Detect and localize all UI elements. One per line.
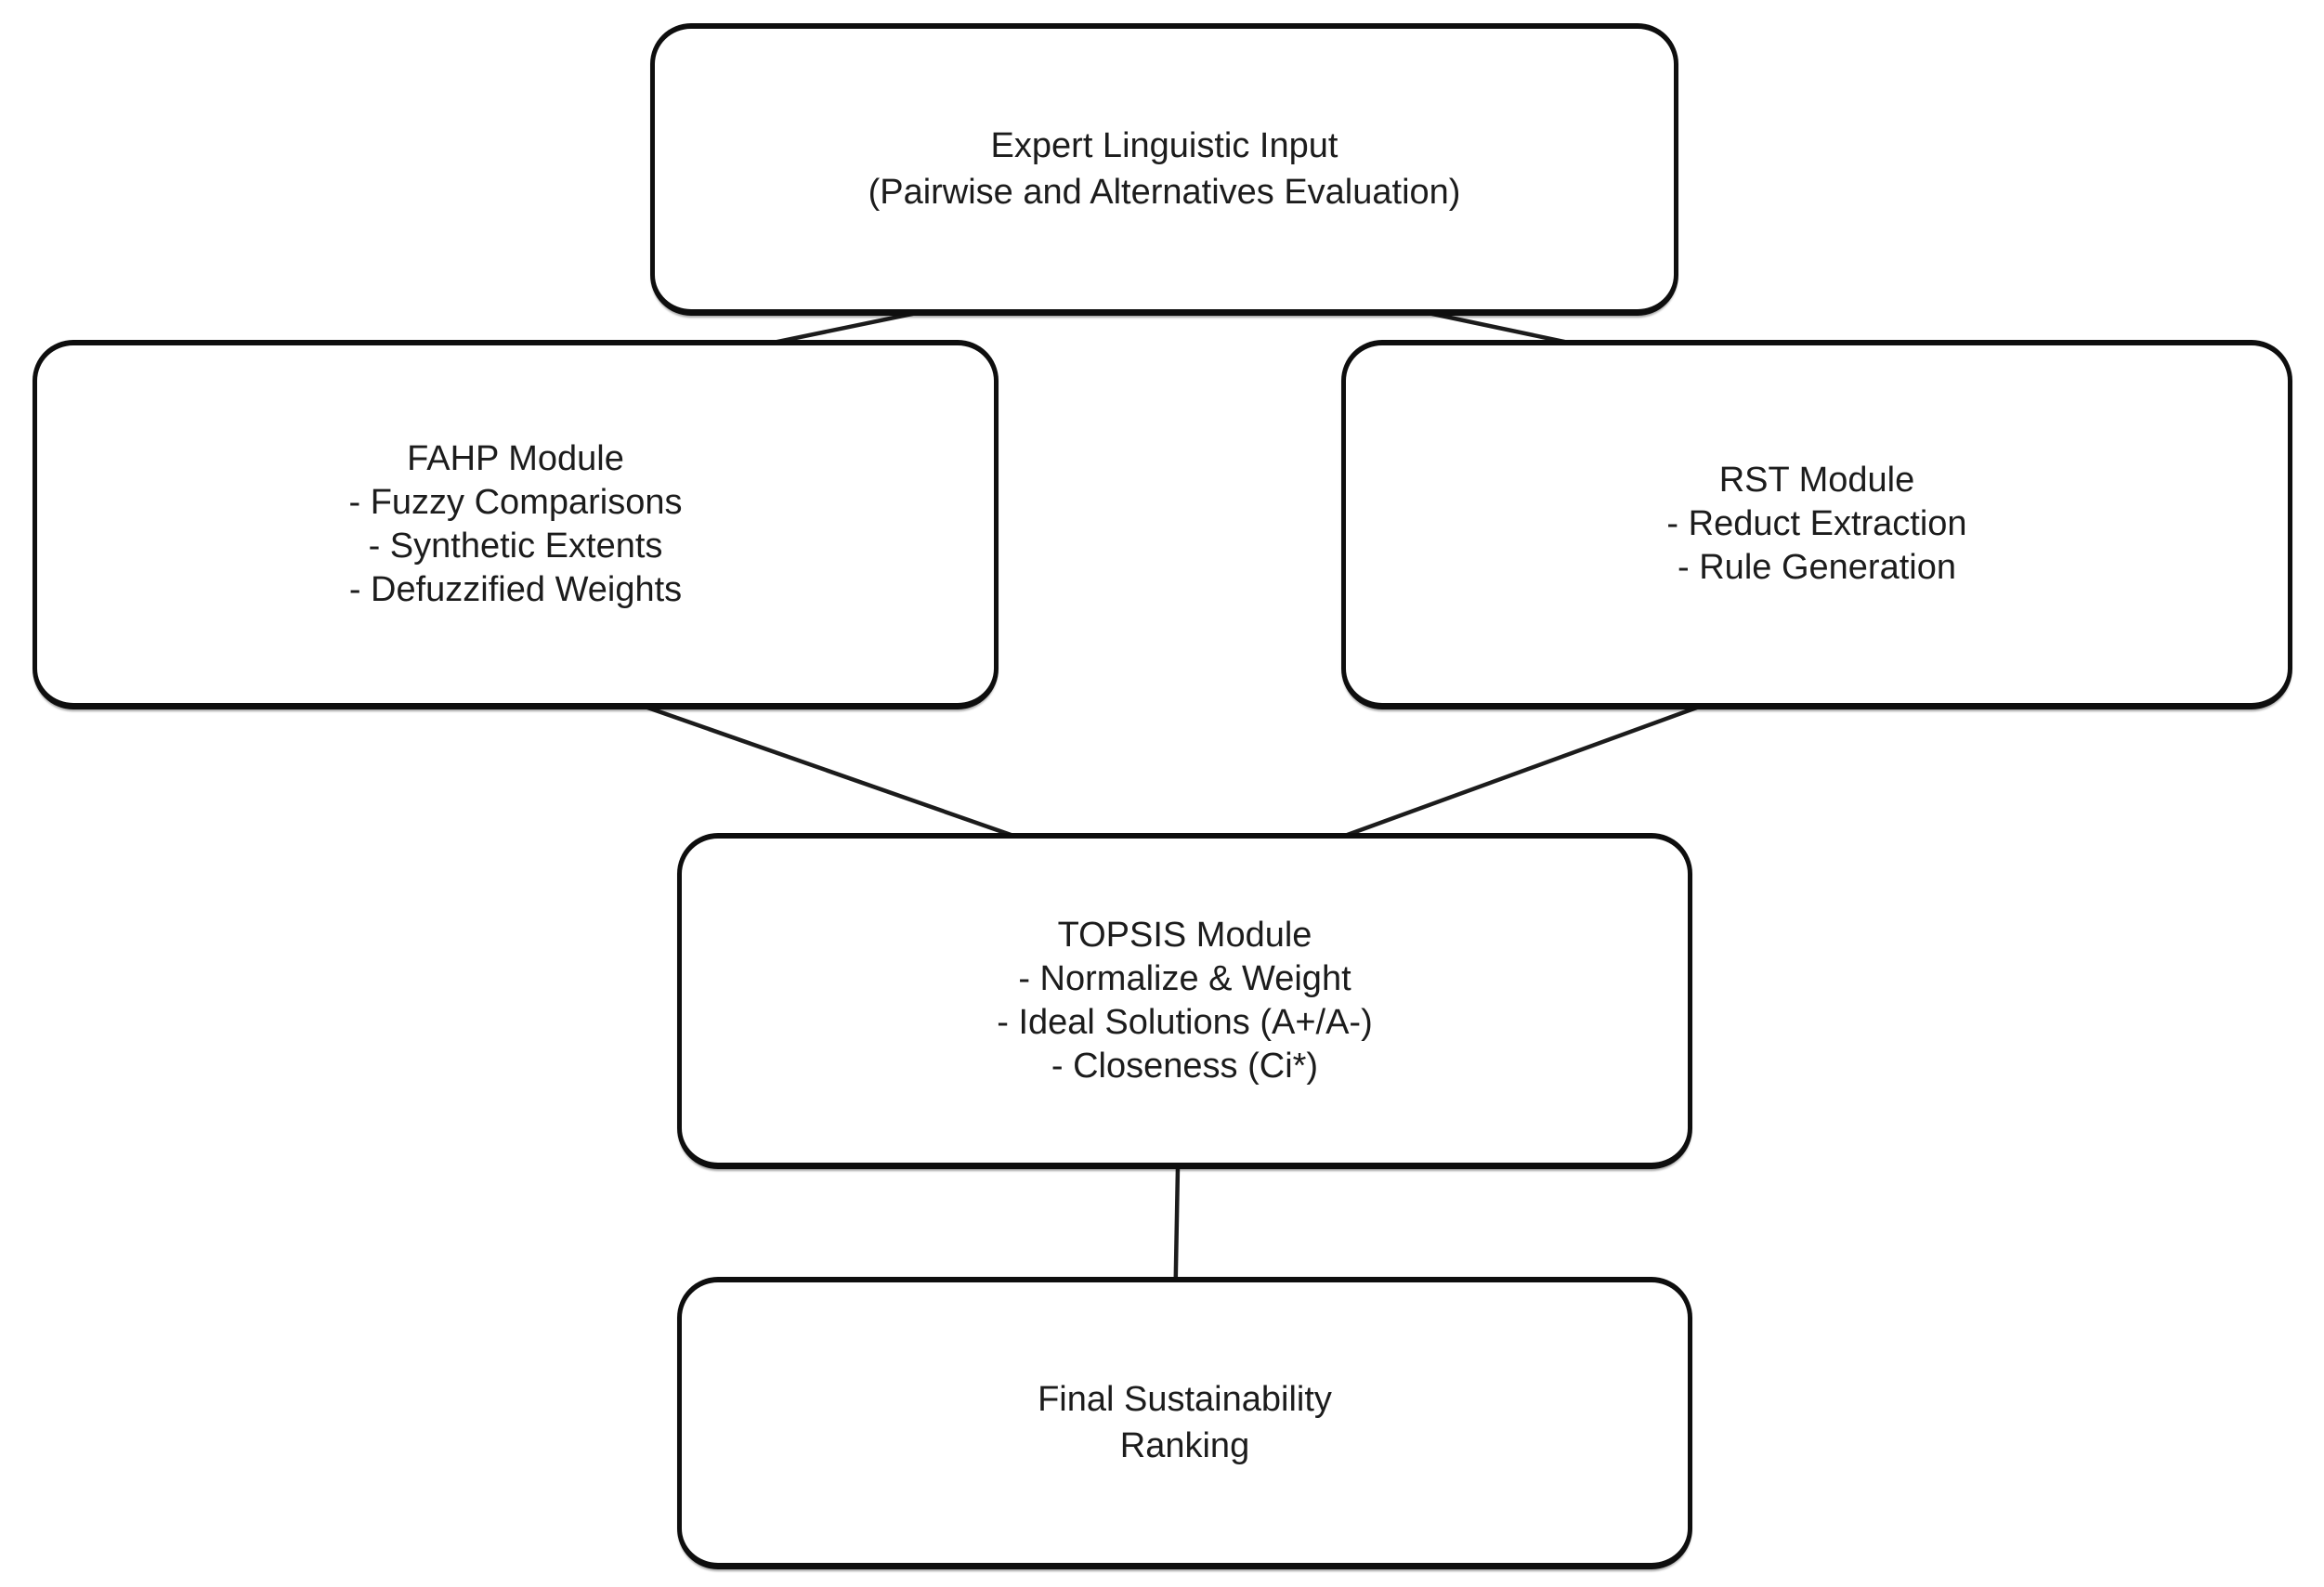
node-expert-linguistic-input: Expert Linguistic Input (Pairwise and Al… <box>650 23 1678 316</box>
node-bullet: - Synthetic Extents <box>368 526 663 566</box>
node-bullet: - Defuzzified Weights <box>348 569 683 609</box>
node-bullet: - Rule Generation <box>1678 548 1956 587</box>
node-bullet: - Normalize & Weight <box>1018 958 1351 998</box>
node-title: Ranking <box>1119 1426 1250 1465</box>
node-topsis-module: TOPSIS Module - Normalize & Weight - Ide… <box>677 833 1692 1169</box>
node-bullet: - Reduct Extraction <box>1666 504 1967 543</box>
node-title: Final Sustainability <box>1038 1380 1332 1419</box>
node-title: FAHP Module <box>407 438 624 478</box>
node-bullet: - Closeness (Ci*) <box>1051 1046 1319 1086</box>
node-fahp-module: FAHP Module - Fuzzy Comparisons - Synthe… <box>33 340 999 709</box>
node-subtitle: (Pairwise and Alternatives Evaluation) <box>868 173 1461 212</box>
node-title: Expert Linguistic Input <box>990 126 1338 165</box>
node-final-sustainability-ranking: Final Sustainability Ranking <box>677 1277 1692 1569</box>
node-rst-module: RST Module - Reduct Extraction - Rule Ge… <box>1341 340 2292 709</box>
node-title: TOPSIS Module <box>1057 915 1312 955</box>
node-title: RST Module <box>1718 461 1915 500</box>
node-bullet: - Fuzzy Comparisons <box>348 482 683 522</box>
node-bullet: - Ideal Solutions (A+/A-) <box>997 1002 1373 1042</box>
